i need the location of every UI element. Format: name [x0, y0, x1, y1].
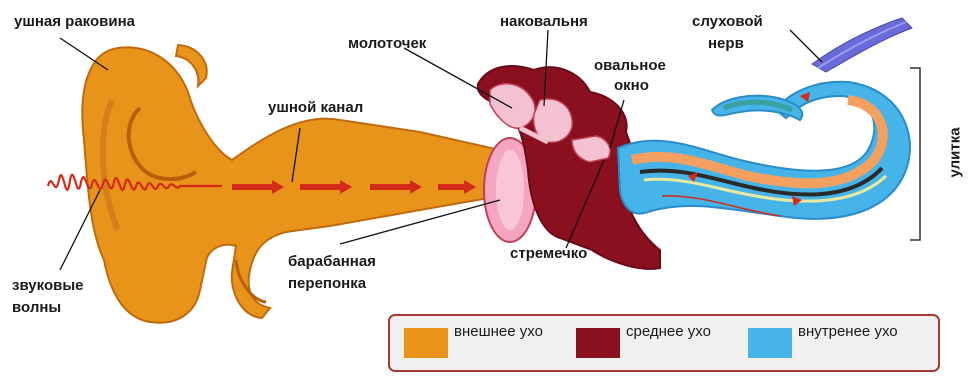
legend-swatch-inner: [748, 328, 792, 358]
label-stirrup: стремечко: [510, 244, 587, 264]
legend-swatch-middle: [576, 328, 620, 358]
nerve-shape: [812, 18, 912, 72]
cochlea-bracket: [910, 68, 920, 240]
label-auricle: ушная раковина: [14, 12, 135, 32]
legend: внешнее ухо среднее ухо внутренее ухо: [388, 314, 940, 372]
label-ear-canal: ушной канал: [268, 98, 363, 118]
label-nerve-2: нерв: [708, 34, 744, 54]
legend-text-inner: внутренее ухо: [798, 322, 898, 342]
cochlea-shape: [618, 82, 910, 219]
label-sound-waves-1: звуковые: [12, 276, 84, 296]
label-oval-window-1: овальное: [594, 56, 666, 76]
label-eardrum-2: перепонка: [288, 274, 366, 294]
label-hammer: молоточек: [348, 34, 426, 54]
label-cochlea: улитка: [947, 127, 964, 177]
label-eardrum-1: барабанная: [288, 252, 376, 272]
label-sound-waves-2: волны: [12, 298, 61, 318]
legend-text-outer: внешнее ухо: [454, 322, 554, 342]
legend-text-middle: среднее ухо: [626, 322, 726, 342]
label-oval-window-2: окно: [614, 76, 649, 96]
label-nerve-1: слуховой: [692, 12, 763, 32]
legend-swatch-outer: [404, 328, 448, 358]
label-anvil: наковальня: [500, 12, 588, 32]
